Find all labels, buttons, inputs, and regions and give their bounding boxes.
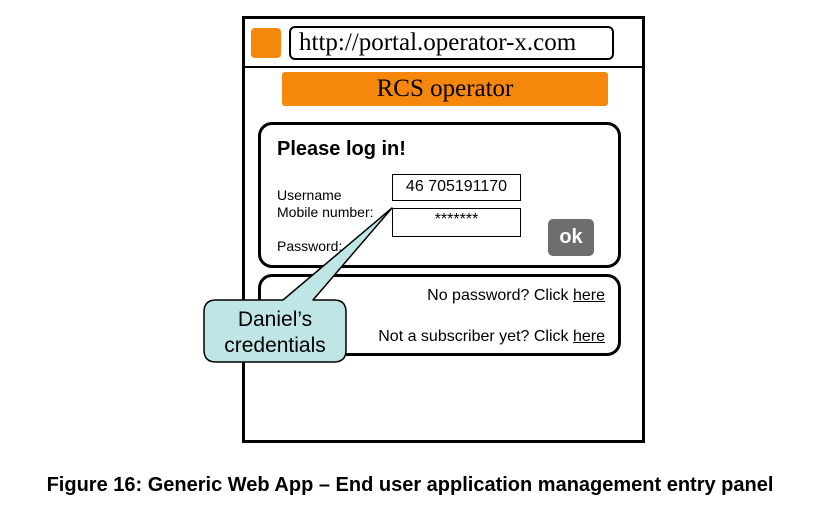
not-subscriber-text: Not a subscriber yet? Click bbox=[378, 328, 573, 345]
figure-caption: Figure 16: Generic Web App – End user ap… bbox=[46, 474, 774, 496]
address-bar[interactable]: http://portal.operator-x.com bbox=[289, 26, 614, 60]
username-label: Username bbox=[277, 187, 342, 203]
mobile-number-label: Mobile number: bbox=[277, 204, 374, 220]
operator-title: RCS operator bbox=[376, 75, 514, 102]
callout-bubble bbox=[203, 207, 393, 363]
no-password-line: No password? Click here bbox=[427, 287, 605, 305]
address-bar-divider bbox=[242, 66, 645, 68]
not-subscriber-line: Not a subscriber yet? Click here bbox=[378, 328, 605, 346]
ok-button[interactable]: ok bbox=[548, 219, 594, 256]
no-password-text: No password? Click bbox=[427, 287, 573, 304]
username-field[interactable]: 46 705191170 bbox=[392, 174, 521, 201]
password-value: ******* bbox=[434, 211, 479, 228]
callout-line-2: credentials bbox=[224, 334, 326, 357]
operator-header: RCS operator bbox=[282, 72, 608, 106]
callout-label: Daniel’s credentials bbox=[207, 307, 343, 359]
address-bar-url: http://portal.operator-x.com bbox=[299, 29, 577, 56]
no-password-link[interactable]: here bbox=[572, 287, 605, 304]
browser-logo-icon bbox=[251, 28, 281, 58]
callout-line-1: Daniel’s bbox=[237, 308, 313, 331]
login-panel bbox=[258, 122, 621, 268]
not-subscriber-link[interactable]: here bbox=[572, 328, 605, 345]
password-field[interactable]: ******* bbox=[392, 208, 521, 237]
password-label: Password: bbox=[277, 238, 343, 254]
login-title: Please log in! bbox=[277, 138, 406, 160]
browser-frame bbox=[242, 16, 645, 443]
username-value: 46 705191170 bbox=[405, 178, 508, 195]
